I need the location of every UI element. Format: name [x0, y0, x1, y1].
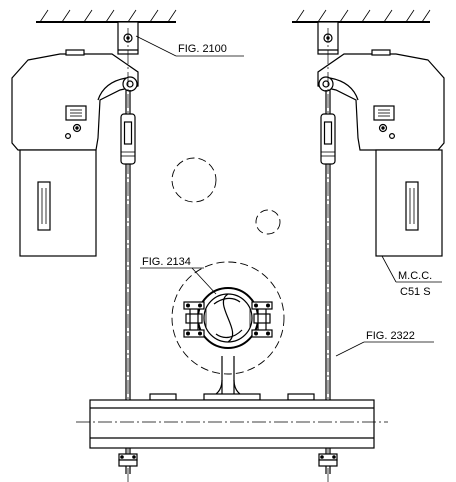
trapeze-beam: [76, 393, 388, 449]
pipe-clamp: [183, 287, 273, 399]
right-bottom-nuts: [318, 448, 338, 474]
right-turnbuckle: [320, 113, 336, 165]
phantom-circles: [171, 157, 285, 375]
left-bottom-nuts: [118, 448, 138, 474]
callout-fig-2134: FIG. 2134: [140, 256, 217, 295]
ceiling-left: [36, 9, 177, 23]
callout-fig-2100: FIG. 2100: [135, 35, 244, 57]
label-fig-2322: FIG. 2322: [366, 330, 415, 342]
left-turnbuckle: [120, 113, 136, 165]
label-fig-2100: FIG. 2100: [178, 43, 227, 55]
left-spring-hanger: [11, 49, 139, 257]
callout-mcc: M.C.C. C51 S: [381, 255, 442, 298]
label-fig-2134: FIG. 2134: [142, 256, 191, 268]
label-mcc-line2: C51 S: [400, 286, 431, 298]
label-mcc-line1: M.C.C.: [398, 270, 432, 282]
callout-fig-2322: FIG. 2322: [335, 330, 434, 357]
ceiling-right: [292, 9, 431, 23]
right-spring-hanger: [317, 49, 445, 257]
